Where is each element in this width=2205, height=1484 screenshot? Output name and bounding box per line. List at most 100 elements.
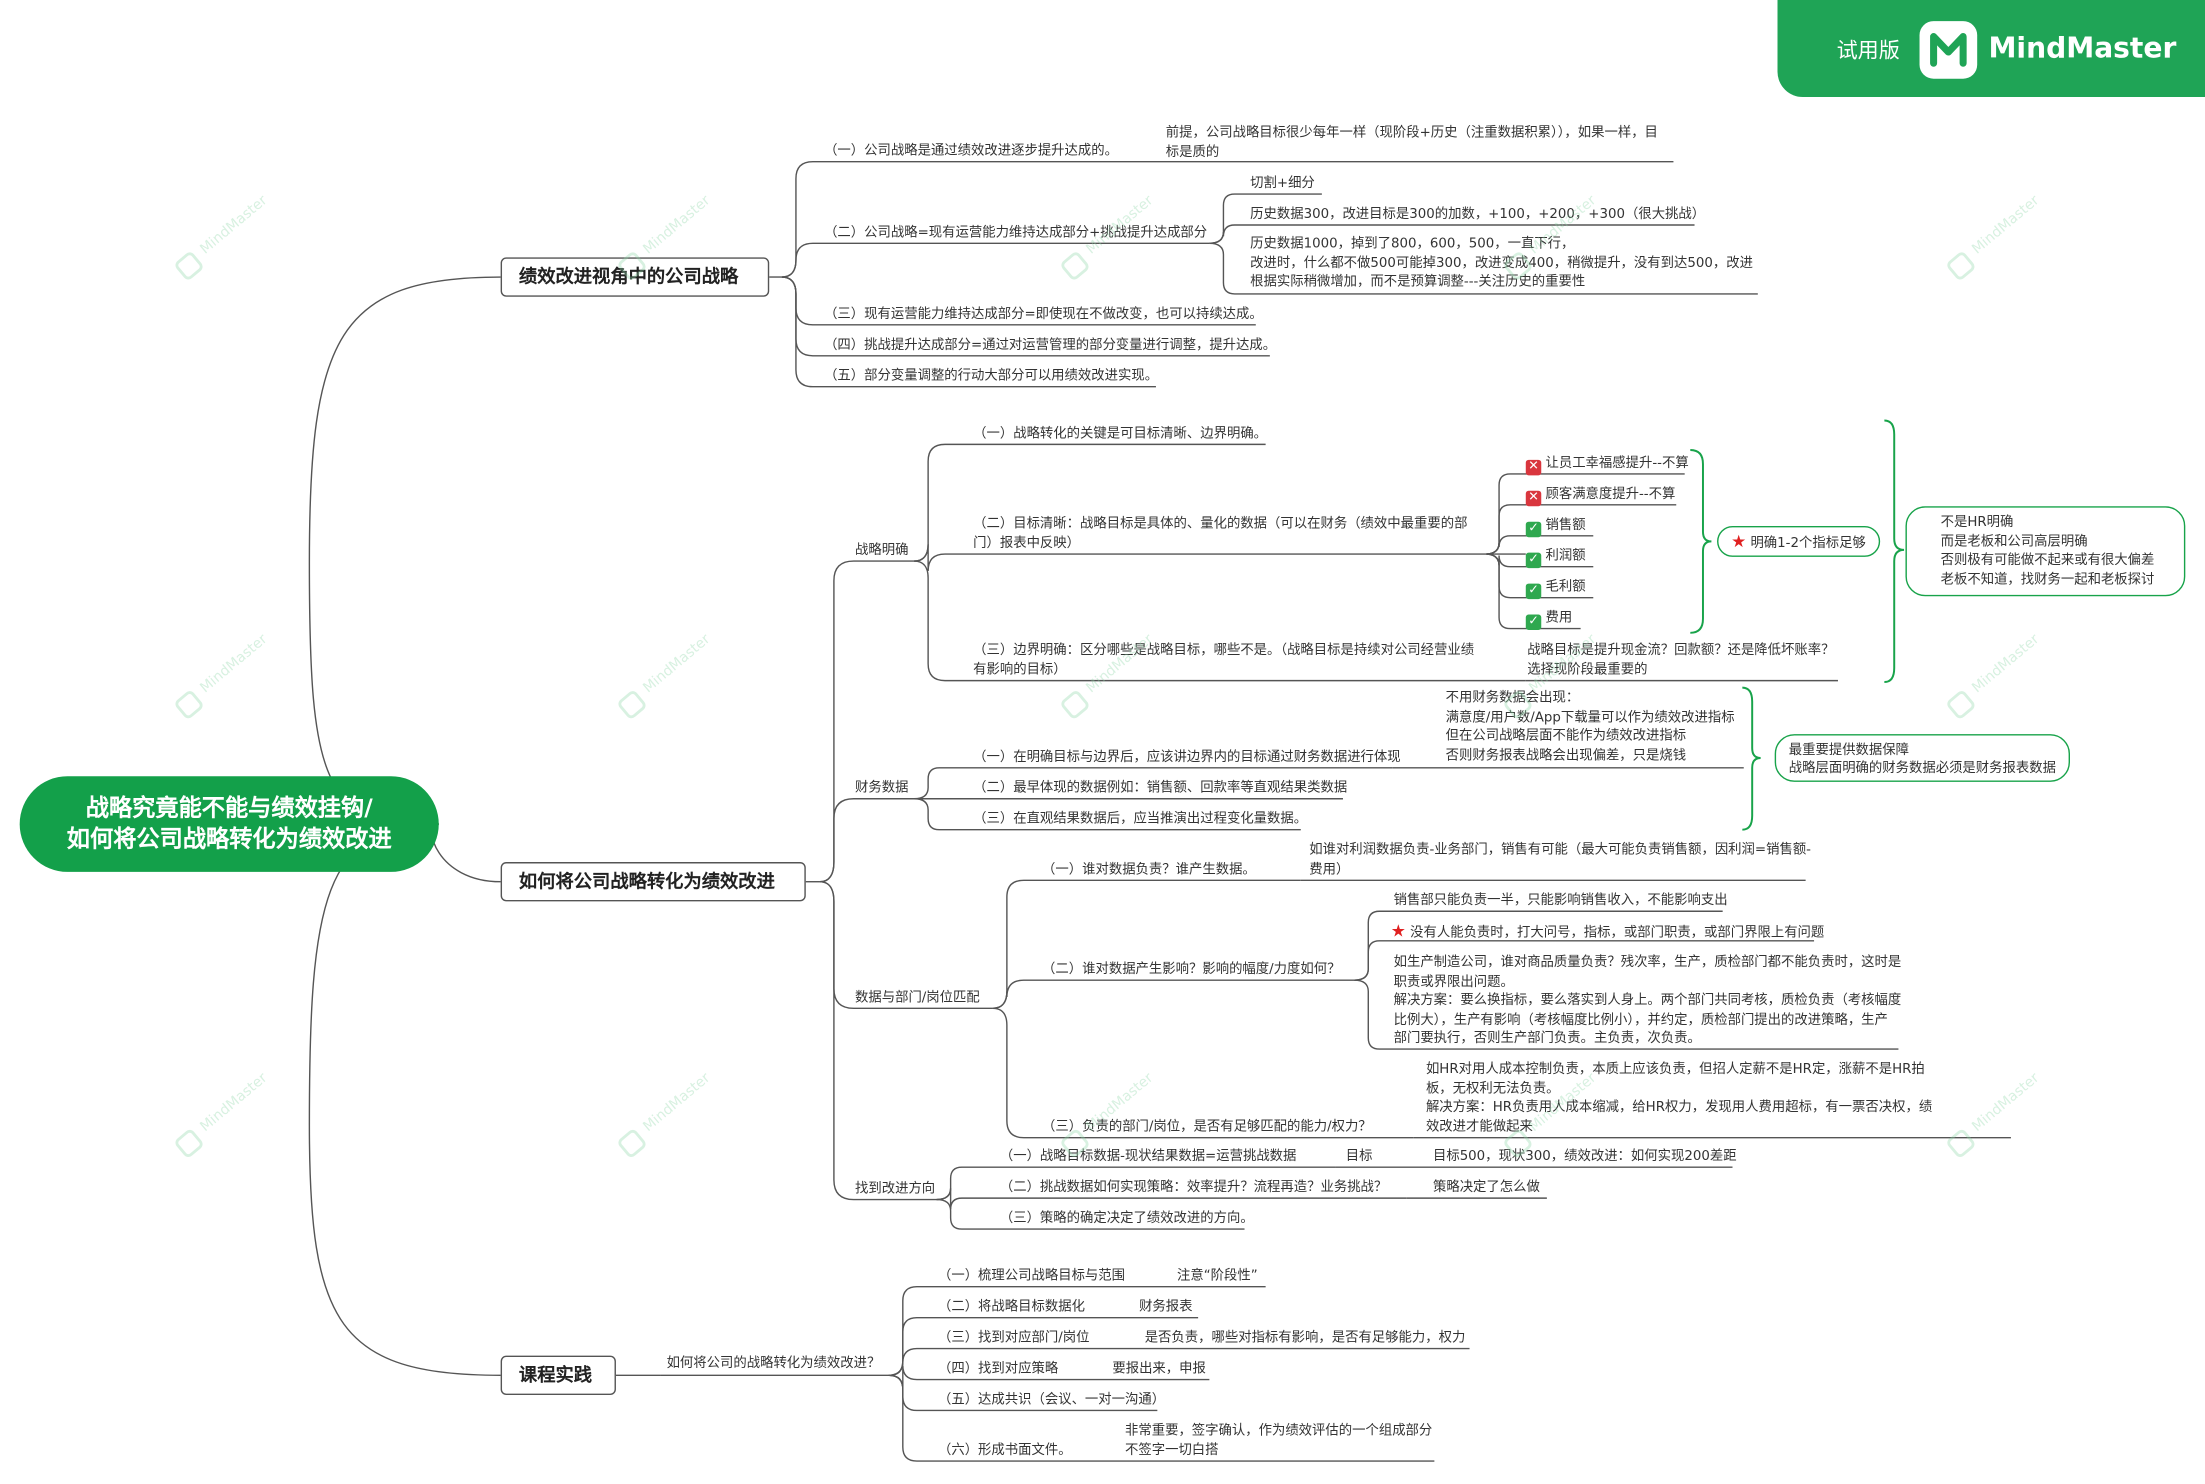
topic-b1-5[interactable]: （五）部分变量调整的行动大部分可以用绩效改进实现。 bbox=[824, 368, 1159, 384]
note-b3-6[interactable]: 非常重要，签字确认，作为绩效评估的一个组成部分 不签字一切白搭 bbox=[1125, 1423, 1433, 1458]
topic-b3-5[interactable]: （五）达成共识（会议、一对一沟通） bbox=[937, 1392, 1166, 1408]
connector-line bbox=[431, 823, 501, 883]
star-icon: ★ bbox=[1731, 531, 1747, 552]
group-dept-matching[interactable]: 数据与部门/岗位匹配 bbox=[855, 990, 980, 1006]
check-icon: ✓ bbox=[1525, 521, 1542, 538]
note-b3-3[interactable]: 是否负责，哪些对指标有影响，是否有足够能力，权力 bbox=[1144, 1330, 1466, 1346]
check-item-4[interactable]: ✓利润额 bbox=[1525, 547, 1586, 569]
topic-b1-4[interactable]: （四）挑战提升达成部分=通过对运营管理的部分变量进行调整，提升达成。 bbox=[824, 337, 1277, 353]
topic-b2-2-2[interactable]: （二）最早体现的数据例如：销售额、回款率等直观结果类数据 bbox=[973, 780, 1348, 796]
connector-line bbox=[308, 276, 501, 825]
topic-b2-3-1[interactable]: （一）谁对数据负责？谁产生数据。 bbox=[1042, 862, 1256, 878]
summary-financial[interactable]: 最重要提供数据保障 战略层面明确的财务数据必须是财务报表数据 bbox=[1774, 734, 2070, 782]
trial-label: 试用版 bbox=[1836, 37, 1900, 64]
summary-metrics[interactable]: ★明确1-2个指标足够 bbox=[1717, 525, 1881, 557]
connector-line bbox=[1690, 449, 1712, 634]
note-b2-2-1[interactable]: 不用财务数据会出现： 满意度/用户数/App下载量可以作为绩效改进指标 但在公司… bbox=[1445, 690, 1735, 763]
connector-line bbox=[819, 881, 937, 1201]
connector-line bbox=[914, 798, 1301, 831]
sub-b2-3-2-1[interactable]: 销售部只能负责一半，只能影响销售收入，不能影响支出 bbox=[1393, 892, 1728, 909]
group-financial-data[interactable]: 财务数据 bbox=[855, 780, 909, 796]
topic-b2-4-3[interactable]: （三）策略的确定决定了绩效改进的方向。 bbox=[999, 1210, 1254, 1227]
note-b2-1-3[interactable]: 战略目标是提升现金流？回款额？还是降低坏账率？ 选择现阶段最重要的 bbox=[1527, 642, 1835, 678]
branch-course-practice[interactable]: 课程实践 bbox=[500, 1355, 616, 1395]
connector-line bbox=[819, 798, 915, 883]
connector-line bbox=[888, 1347, 1470, 1377]
topic-b3-1[interactable]: （一）梳理公司战略目标与范围 bbox=[937, 1268, 1126, 1284]
topic-b2-1-3[interactable]: （三）边界明确：区分哪些是战略目标，哪些不是。（战略目标是持续对公司经营业绩 有… bbox=[973, 642, 1475, 678]
topic-b2-4-1[interactable]: （一）战略目标数据-现状结果数据=运营挑战数据 bbox=[999, 1148, 1297, 1165]
check-icon: ✓ bbox=[1525, 614, 1542, 630]
connector-line bbox=[781, 242, 1210, 278]
connector-line bbox=[1742, 686, 1761, 831]
check-item-3[interactable]: ✓销售额 bbox=[1525, 516, 1586, 538]
connector-line bbox=[1354, 940, 1815, 981]
trial-badge[interactable]: 试用版 MindMaster bbox=[1777, 0, 2205, 98]
check-item-5[interactable]: ✓毛利额 bbox=[1525, 578, 1586, 600]
star-icon: ★ bbox=[1390, 921, 1406, 941]
check-item-6[interactable]: ✓费用 bbox=[1525, 609, 1572, 630]
connector-line bbox=[992, 1007, 1414, 1139]
topic-b3-4[interactable]: （四）找到对应策略 bbox=[937, 1361, 1059, 1377]
connector-line bbox=[936, 1198, 1245, 1230]
connector-line bbox=[914, 544, 1487, 571]
connector-line bbox=[992, 879, 1301, 1009]
note-b1-1[interactable]: 前提，公司战略目标很少每年一样（现阶段+历史（注重数据积累）），如果一样，目 标… bbox=[1165, 125, 1658, 160]
root-topic-line1: 战略究竟能不能与绩效挂钩/ bbox=[85, 794, 373, 822]
group-improve-direction[interactable]: 找到改进方向 bbox=[855, 1181, 936, 1197]
branch-strategy-view[interactable]: 绩效改进视角中的公司战略 bbox=[500, 257, 770, 297]
topic-b2-1-2[interactable]: （二）目标清晰：战略目标是具体的、量化的数据（可以在财务（绩效中最重要的部 门）… bbox=[973, 516, 1468, 551]
summary-owner[interactable]: 不是HR明确 而是老板和公司高层明确 否则极有可能做不起来或有很大偏差 老板不知… bbox=[1905, 506, 2186, 597]
connector-line bbox=[914, 560, 1526, 682]
group-strategy-clarity[interactable]: 战略明确 bbox=[855, 542, 909, 559]
topic-b3-6[interactable]: （六）形成书面文件。 bbox=[937, 1442, 1072, 1459]
sub-b1-2-2[interactable]: 历史数据300，改进目标是300的加数，+100，+200，+300（很大挑战） bbox=[1250, 206, 1706, 223]
note-b3-2[interactable]: 财务报表 bbox=[1139, 1299, 1193, 1315]
branch-strategy-conversion[interactable]: 如何将公司战略转化为绩效改进 bbox=[500, 862, 806, 902]
connector-line bbox=[1354, 979, 1899, 1050]
topic-b2-2-1[interactable]: （一）在明确目标与边界后，应该讲边界内的目标通过财务数据进行体现 bbox=[973, 749, 1401, 765]
note-b3-4[interactable]: 要报出来，申报 bbox=[1112, 1361, 1206, 1377]
note-b2-4-1b[interactable]: 目标500，现状300，绩效改进：如何实现200差距 bbox=[1432, 1148, 1737, 1165]
sub-b2-3-2-3[interactable]: 如生产制造公司，谁对商品质量负责？残次率，生产，质检部门都不能负责时，这时是 职… bbox=[1393, 954, 1902, 1047]
note-b2-4-2[interactable]: 策略决定了怎么做 bbox=[1432, 1179, 1540, 1196]
topic-b2-2-3[interactable]: （三）在直观结果数据后，应当推演出过程变化量数据。 bbox=[973, 811, 1308, 827]
mindmaster-logo-icon bbox=[1919, 21, 1978, 79]
topic-b3-3[interactable]: （三）找到对应部门/岗位 bbox=[937, 1330, 1090, 1346]
topic-b2-3-3[interactable]: （三）负责的部门/岗位，是否有足够匹配的能力/权力？ bbox=[1042, 1119, 1372, 1135]
connector-line bbox=[781, 276, 1156, 388]
topic-b2-3-2[interactable]: （二）谁对数据产生影响？影响的幅度/力度如何？ bbox=[1042, 961, 1341, 978]
sub-b1-2-3[interactable]: 历史数据1000，掉到了800，600，500，一直下行， 改进时，什么都不做5… bbox=[1250, 236, 1753, 290]
connector-line bbox=[1884, 419, 1905, 684]
connector-line bbox=[1486, 553, 1581, 630]
cross-icon: ✕ bbox=[1525, 490, 1542, 507]
connector-line bbox=[1209, 224, 1695, 244]
topic-b1-3[interactable]: （三）现有运营能力维持达成部分=即使现在不做改变，也可以持续达成。 bbox=[824, 306, 1263, 323]
sub-b1-2-1[interactable]: 切割+细分 bbox=[1250, 175, 1315, 192]
note-b2-3-3[interactable]: 如HR对用人成本控制负责，本质上应该负责，但招人定薪不是HR定，涨薪不是HR拍 … bbox=[1425, 1061, 1933, 1135]
note-b3-1[interactable]: 注意“阶段性” bbox=[1177, 1268, 1258, 1284]
note-b2-3-1[interactable]: 如谁对利润数据负责-业务部门，销售有可能（最大可能负责销售额，因利润=销售额- … bbox=[1309, 842, 1812, 877]
connector-line bbox=[1209, 242, 1758, 295]
topic-b3-2[interactable]: （二）将战略目标数据化 bbox=[937, 1299, 1085, 1315]
topic-b3-question[interactable]: 如何将公司的战略转化为绩效改进？ bbox=[666, 1355, 881, 1372]
check-icon: ✓ bbox=[1525, 552, 1542, 569]
topic-b1-2[interactable]: （二）公司战略=现有运营能力维持达成部分+挑战提升达成部分 bbox=[824, 225, 1208, 241]
check-item-1[interactable]: ✕让员工幸福感提升--不算 bbox=[1525, 454, 1689, 476]
topic-b1-1[interactable]: （一）公司战略是通过绩效改进逐步提升达成的。 bbox=[824, 143, 1118, 159]
connector-line bbox=[888, 1374, 1435, 1462]
note-b2-4-1a[interactable]: 目标 bbox=[1345, 1148, 1373, 1165]
check-icon: ✓ bbox=[1525, 583, 1542, 600]
root-topic-line2: 如何将公司战略转化为绩效改进 bbox=[66, 825, 392, 853]
connector-line bbox=[992, 979, 1355, 1009]
sub-b2-3-2-2[interactable]: ★没有人能负责时，打大问号，指标，或部门职责，或部门界限上有问题 bbox=[1390, 921, 1825, 941]
topic-b2-4-2[interactable]: （二）挑战数据如何实现策略：效率提升？流程再造？业务挑战？ bbox=[999, 1179, 1388, 1196]
brand-name: MindMaster bbox=[1988, 30, 2177, 65]
connector-line bbox=[1486, 535, 1594, 555]
check-item-2[interactable]: ✕顾客满意度提升--不算 bbox=[1525, 485, 1675, 507]
topic-b2-1-1[interactable]: （一）战略转化的关键是可目标清晰、边界明确。 bbox=[973, 426, 1268, 442]
cross-icon: ✕ bbox=[1525, 459, 1542, 476]
root-topic[interactable]: 战略究竟能不能与绩效挂钩/ 如何将公司战略转化为绩效改进 bbox=[19, 776, 439, 872]
